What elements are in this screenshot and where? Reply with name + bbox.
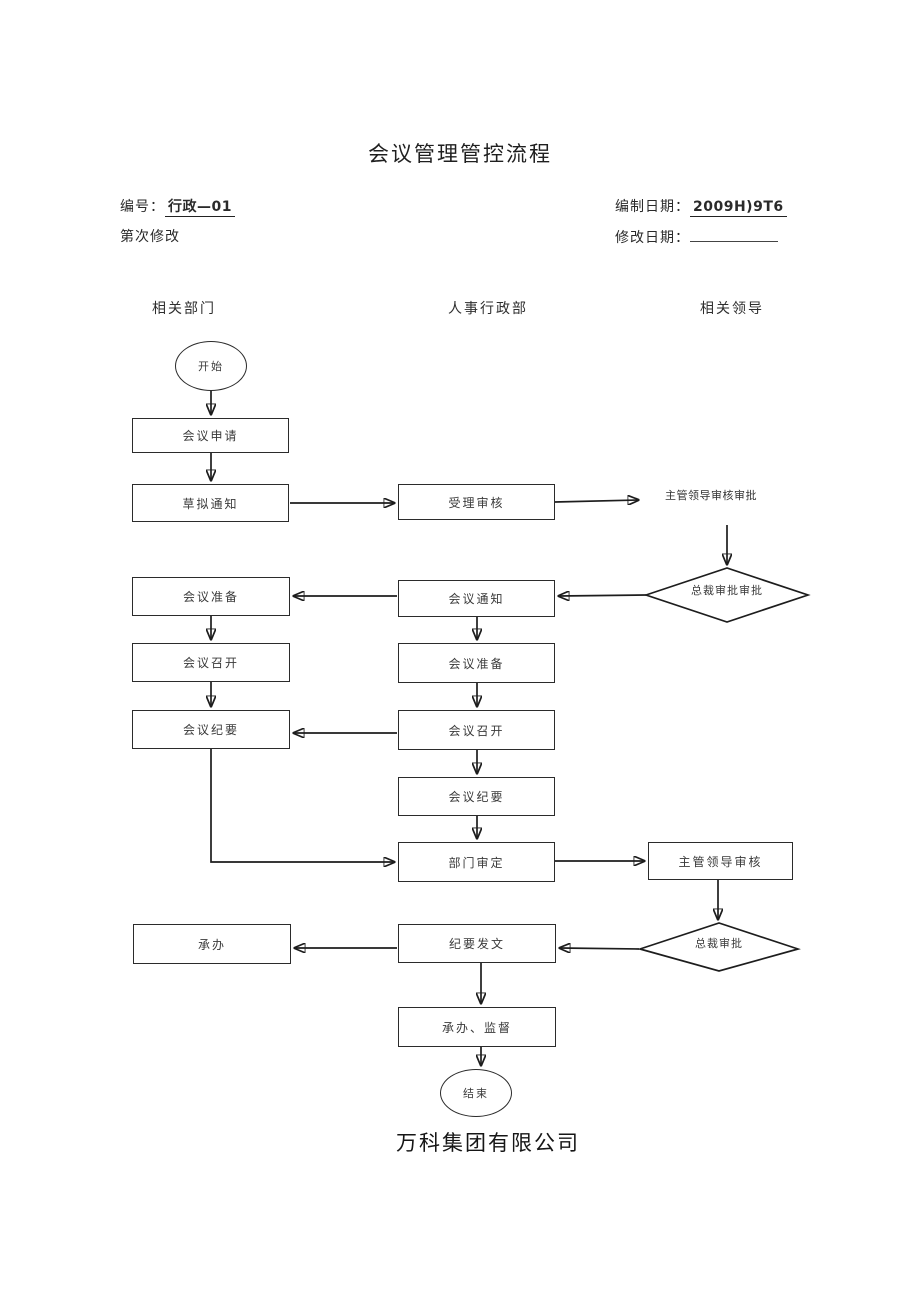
doc-number-value: 行政—01	[165, 199, 235, 217]
box-undertake-supervise: 承办、监督	[398, 1007, 556, 1047]
box-draft-notice-label: 草拟通知	[182, 496, 239, 511]
decision-president-approval-1	[643, 567, 811, 623]
start-label: 开始	[198, 360, 224, 373]
created-date-row: 编制日期：2009H)9T6	[615, 196, 787, 217]
box-meeting-minutes-mid-label: 会议纪要	[448, 790, 505, 804]
supervisor-review-approval-label: 主管领导审核审批	[665, 489, 757, 502]
box-undertake: 承办	[133, 924, 291, 964]
box-accept-review: 受理审核	[398, 484, 555, 520]
revision-text: 第次修改	[120, 229, 180, 245]
box-dept-review-label: 部门审定	[448, 855, 505, 870]
box-meeting-prep-left: 会议准备	[132, 577, 290, 616]
created-date-value: 2009H)9T6	[690, 199, 787, 217]
box-meeting-prep-mid: 会议准备	[398, 643, 555, 683]
lane-header-related-departments: 相关部门	[152, 301, 216, 317]
box-meeting-request-label: 会议申请	[182, 429, 239, 443]
doc-number-label: 编号：	[120, 199, 165, 215]
decision-president-approval-1-label: 总裁审批审批	[691, 584, 763, 597]
box-minutes-issue: 纪要发文	[398, 924, 556, 963]
box-meeting-convene-mid-label: 会议召开	[448, 723, 505, 738]
box-meeting-minutes-mid: 会议纪要	[398, 777, 555, 816]
box-draft-notice: 草拟通知	[132, 484, 289, 522]
end-label: 结束	[463, 1087, 489, 1100]
company-footer: 万科集团有限公司	[396, 1131, 580, 1155]
modified-date-row: 修改日期：	[615, 227, 778, 247]
box-meeting-notice-label: 会议通知	[448, 592, 505, 606]
decision-president-approval-2-label: 总裁审批	[695, 937, 743, 950]
box-meeting-convene-left-label: 会议召开	[182, 656, 239, 670]
box-dept-review: 部门审定	[398, 842, 555, 882]
box-meeting-minutes-left: 会议纪要	[132, 710, 290, 749]
box-meeting-convene-left: 会议召开	[132, 643, 290, 682]
doc-number-row: 编号：行政—01	[120, 196, 235, 217]
lane-header-hr-admin-dept: 人事行政部	[448, 301, 528, 317]
decision-president-approval-2	[637, 922, 801, 972]
box-minutes-issue-label: 纪要发文	[448, 937, 505, 951]
modified-date-blank	[690, 229, 778, 242]
lane-header-related-leaders: 相关领导	[700, 301, 764, 317]
box-supervisor-review: 主管领导审核	[648, 842, 793, 880]
box-meeting-prep-mid-label: 会议准备	[448, 656, 505, 671]
box-meeting-request: 会议申请	[132, 418, 289, 453]
box-undertake-label: 承办	[197, 937, 226, 952]
box-meeting-convene-mid: 会议召开	[398, 710, 555, 750]
box-supervisor-review-label: 主管领导审核	[678, 854, 763, 869]
box-accept-review-label: 受理审核	[448, 495, 505, 510]
created-date-label: 编制日期：	[615, 199, 690, 215]
end-terminator: 结束	[440, 1069, 512, 1117]
box-meeting-notice: 会议通知	[398, 580, 555, 617]
box-undertake-supervise-label: 承办、监督	[441, 1020, 512, 1035]
start-terminator: 开始	[175, 341, 247, 391]
box-meeting-minutes-left-label: 会议纪要	[182, 723, 239, 737]
page-title: 会议管理管控流程	[368, 142, 552, 166]
modified-date-label: 修改日期：	[615, 230, 690, 246]
box-meeting-prep-left-label: 会议准备	[182, 590, 239, 604]
